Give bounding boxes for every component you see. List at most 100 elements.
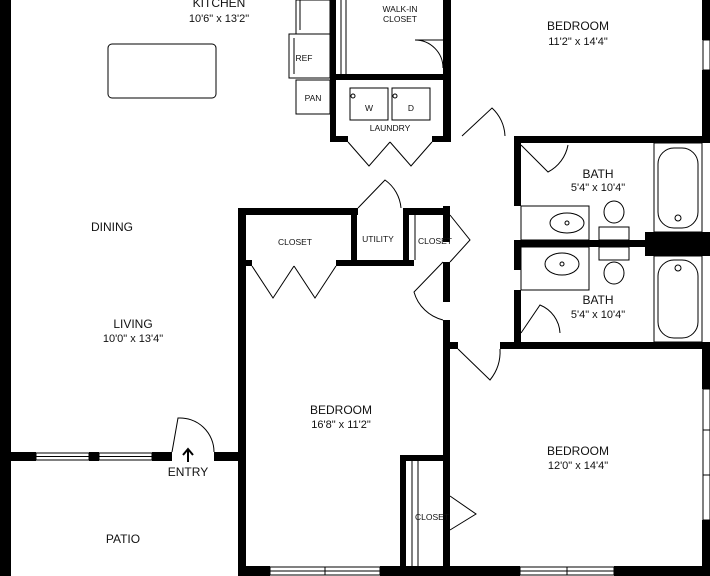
toilet-top [603, 200, 625, 224]
wall-bedroom-bottom-top [500, 342, 710, 349]
wall-laundry-bottom-right [432, 136, 451, 142]
wall-bath-divider [514, 240, 650, 247]
wall-bedroom-bottom-top-left [446, 342, 458, 349]
door-bedroom-bottom [457, 348, 501, 381]
wall-bath-left-top [514, 136, 521, 206]
label-bath-top: BATH [582, 167, 613, 181]
kitchen-island [107, 43, 217, 99]
label-bedroom-bottom: BEDROOM [547, 444, 609, 458]
fixtures [107, 0, 703, 576]
wall-patio-b [89, 452, 99, 461]
wall-right-top [702, 0, 710, 40]
dims-bedroom-mid: 16'8" x 11'2" [311, 419, 371, 431]
wall-bottom-b [380, 566, 520, 576]
wall-utility-bottom [351, 260, 409, 266]
wall-closet-mid-top [403, 208, 450, 215]
wall-patio-d [214, 452, 244, 461]
door-bath-top [520, 144, 569, 173]
door-closet-bottom [449, 495, 477, 531]
door-closet-mid [449, 214, 471, 263]
sink-top [549, 212, 585, 234]
label-laundry: LAUNDRY [370, 123, 411, 133]
dims-bedroom-top: 11'2" x 14'4" [548, 36, 608, 48]
wall-patio-a [11, 452, 36, 461]
dims-kitchen: 10'6" x 13'2" [189, 13, 249, 25]
wall-bottom-a [238, 566, 270, 576]
kitchen-cabinet [295, 0, 331, 35]
window-right-bottom [702, 388, 710, 521]
wall-bath-chase [645, 232, 710, 256]
wall-hall-right-a [443, 262, 450, 302]
dryer [391, 87, 431, 121]
label-closet-bottom: CLOSET [415, 512, 449, 522]
refrigerator [288, 33, 331, 79]
label-ref: REF [296, 53, 313, 63]
label-washer: W [365, 103, 373, 113]
door-entry [171, 417, 215, 453]
wall-closet-top [238, 208, 358, 215]
wall-right-top-b [702, 70, 710, 136]
room-labels: KITCHEN 10'6" x 13'2" BEDROOM 11'2" x 14… [91, 0, 625, 546]
wall-hall-right-b [443, 320, 450, 576]
wall-left-exterior [0, 0, 11, 576]
wall-right-bottom-b [702, 520, 710, 576]
wall-closet-bottom-top [400, 455, 450, 461]
windows [35, 39, 710, 576]
label-closet-mid: CLOSET [418, 236, 452, 246]
label-bedroom-top: BEDROOM [547, 19, 609, 33]
wall-utility-left [351, 208, 357, 266]
label-pan: PAN [305, 93, 322, 103]
wall-walkin-bottom [330, 74, 451, 80]
entry-arrow-icon [182, 447, 194, 462]
door-bedroom-mid [413, 261, 444, 321]
wall-laundry-bottom-left [330, 136, 348, 142]
wall-entry-stub [164, 452, 172, 461]
door-hall-top [461, 107, 506, 137]
toilet-bottom-tank [598, 246, 630, 261]
window-right-top [702, 39, 710, 71]
wall-closet-bottom-left [400, 455, 406, 566]
dims-bath-top: 5'4" x 10'4" [571, 182, 625, 194]
wall-bath-top [514, 136, 710, 143]
door-bath-bottom [520, 304, 561, 334]
door-laundry [347, 141, 433, 167]
sink-bottom [544, 252, 580, 276]
wall-bedroom-mid-left [238, 208, 246, 576]
wall-walkin-right [443, 0, 451, 140]
label-walkin-1: WALK-IN [382, 4, 417, 14]
wall-closet-left-bottom-b [336, 260, 351, 266]
wall-bottom-c [614, 566, 710, 576]
label-dining: DINING [91, 220, 133, 234]
wall-bath-left-bottom [514, 290, 521, 346]
wall-walkin-left [330, 0, 336, 80]
door-walkin [414, 39, 444, 69]
dims-living: 10'0" x 13'4" [103, 333, 163, 345]
label-utility: UTILITY [362, 234, 394, 244]
label-closet-left: CLOSET [278, 237, 312, 247]
wall-patio-c [152, 452, 164, 461]
washer [349, 87, 389, 121]
wall-utility-right [403, 208, 409, 266]
label-kitchen: KITCHEN [193, 0, 246, 10]
wall-bath-left-mid [514, 240, 521, 270]
bathtub-top-inner [657, 147, 699, 229]
door-utility [357, 179, 402, 209]
wall-right-bottom-a [702, 349, 710, 389]
label-entry: ENTRY [168, 465, 208, 479]
toilet-bottom [603, 261, 625, 285]
door-closet-left [251, 265, 337, 299]
pantry [295, 79, 331, 115]
dims-bedroom-bottom: 12'0" x 14'4" [548, 460, 608, 472]
label-bedroom-mid: BEDROOM [310, 403, 372, 417]
wall-laundry-left [330, 80, 336, 142]
label-patio: PATIO [106, 532, 140, 546]
label-dryer: D [408, 103, 414, 113]
label-living: LIVING [113, 317, 152, 331]
toilet-top-tank [598, 226, 630, 241]
label-walkin-2: CLOSET [383, 14, 417, 24]
dims-bath-bottom: 5'4" x 10'4" [571, 309, 625, 321]
wall-hall-closet-right [443, 206, 450, 242]
bathtub-bottom-inner [657, 259, 699, 339]
